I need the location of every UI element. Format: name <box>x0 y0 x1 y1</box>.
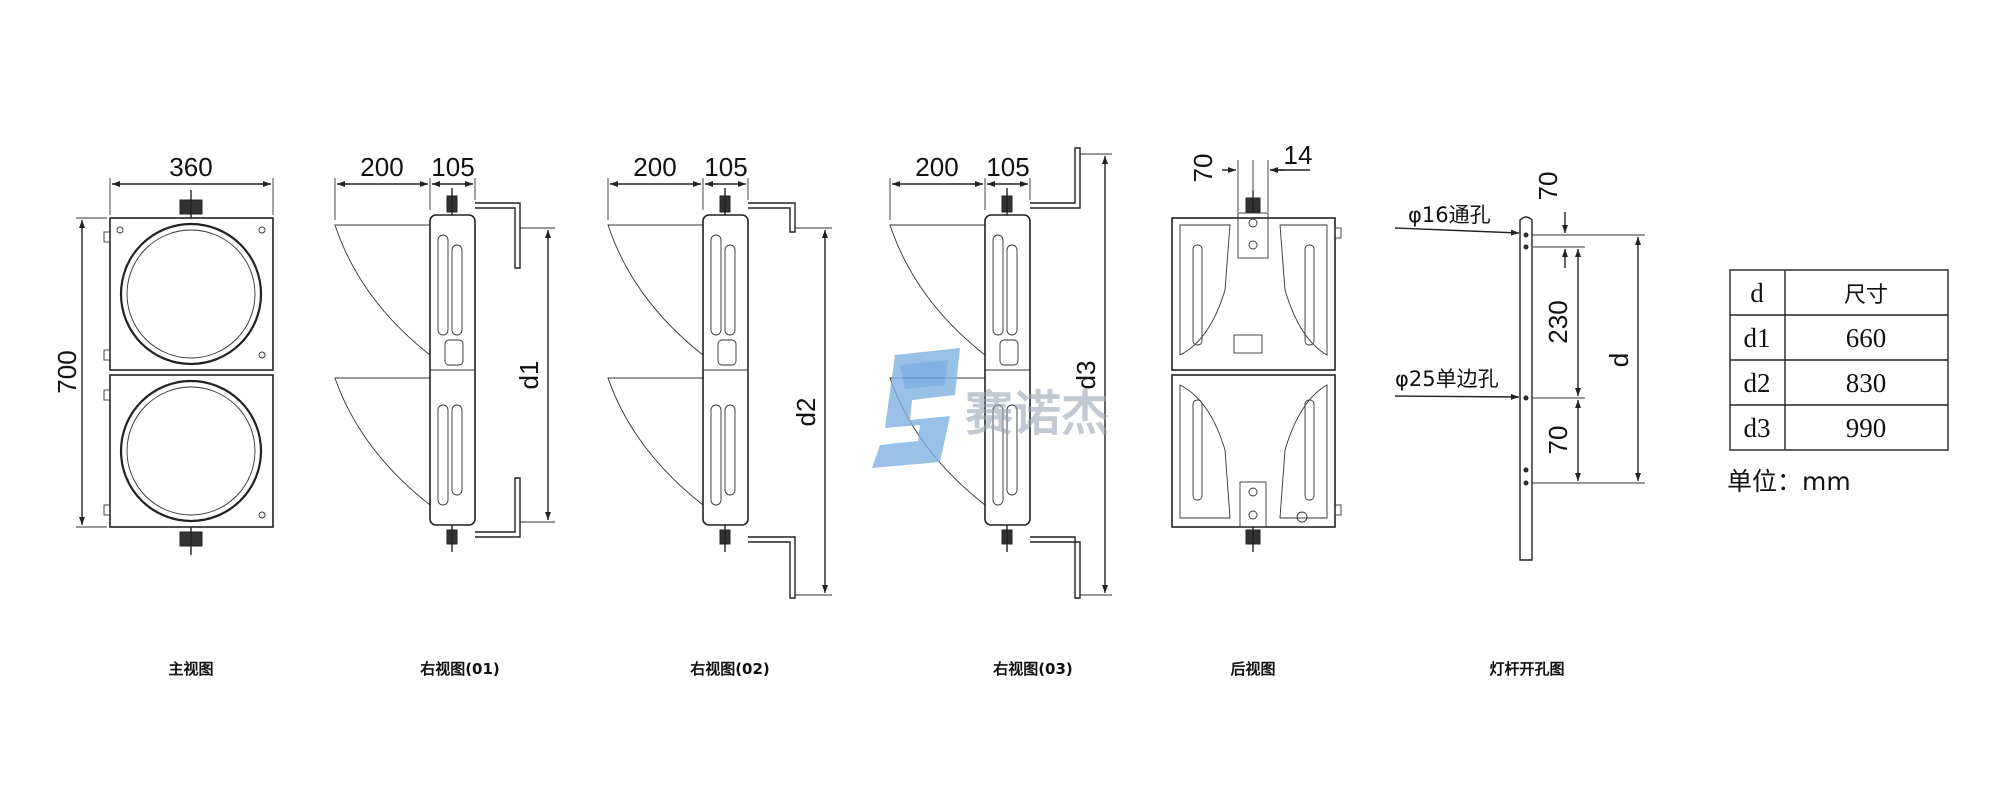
side1-dim-a: 200 <box>360 152 403 182</box>
rear-housing-bottom <box>1171 374 1336 528</box>
pole-dim-low: 70 <box>1543 426 1573 455</box>
side3-d-label: d3 <box>1071 361 1101 390</box>
rear-view: 70 14 后视图 <box>1171 140 1342 678</box>
lens-top <box>119 222 263 366</box>
side1-dim-b: 105 <box>431 152 474 182</box>
front-view-caption: 主视图 <box>168 660 213 678</box>
front-width-dim: 360 <box>169 152 212 182</box>
side-view-02: 200 105 d2 右视图(02) <box>607 152 832 678</box>
table-cell: d1 <box>1744 323 1771 353</box>
table-header-size: 尺寸 <box>1844 283 1888 308</box>
s-logo-icon <box>872 348 960 468</box>
pole-view-caption: 灯杆开孔图 <box>1489 660 1564 678</box>
rear-dim-b: 14 <box>1284 140 1313 170</box>
table-cell: 830 <box>1846 368 1887 398</box>
pole-dim-total: d <box>1604 353 1634 367</box>
watermark-text: 赛诺杰 <box>965 386 1109 442</box>
side3-dim-a: 200 <box>915 152 958 182</box>
side-view-01: 200 105 d1 右视图(01) <box>334 152 555 678</box>
side1-d-label: d1 <box>514 361 544 390</box>
pole-hole-view: φ16通孔 φ25单边孔 70 230 70 d 灯杆开孔图 <box>1394 172 1645 678</box>
table-cell: d3 <box>1744 413 1771 443</box>
lens-bottom <box>119 379 263 523</box>
hole2-label: φ25单边孔 <box>1395 367 1499 391</box>
side3-caption: 右视图(03) <box>993 660 1073 678</box>
front-height-dim: 700 <box>52 350 82 393</box>
side2-d-label: d2 <box>791 398 821 427</box>
side2-dim-b: 105 <box>704 152 747 182</box>
side1-caption: 右视图(01) <box>420 660 500 678</box>
table-cell: 990 <box>1846 413 1887 443</box>
rear-view-caption: 后视图 <box>1230 660 1275 678</box>
table-header-d: d <box>1750 278 1764 308</box>
front-view: 360 700 主视图 <box>52 152 274 678</box>
table-cell: 660 <box>1846 323 1887 353</box>
pole-dim-mid: 230 <box>1543 300 1573 343</box>
pole <box>1519 216 1533 561</box>
hole1-label: φ16通孔 <box>1408 203 1491 227</box>
side-view-03: 200 105 d3 右视图(03) <box>889 147 1112 678</box>
table-cell: d2 <box>1744 368 1771 398</box>
dimension-table: d 尺寸 d1 660 d2 830 d3 990 单位：mm <box>1727 269 1949 496</box>
side3-dim-b: 105 <box>986 152 1029 182</box>
watermark: 赛诺杰 <box>872 348 1109 468</box>
side2-dim-a: 200 <box>633 152 676 182</box>
side2-caption: 右视图(02) <box>690 660 770 678</box>
pole-dim-top: 70 <box>1533 172 1563 201</box>
rear-dim-a: 70 <box>1188 154 1218 183</box>
unit-label: 单位：mm <box>1727 467 1851 496</box>
